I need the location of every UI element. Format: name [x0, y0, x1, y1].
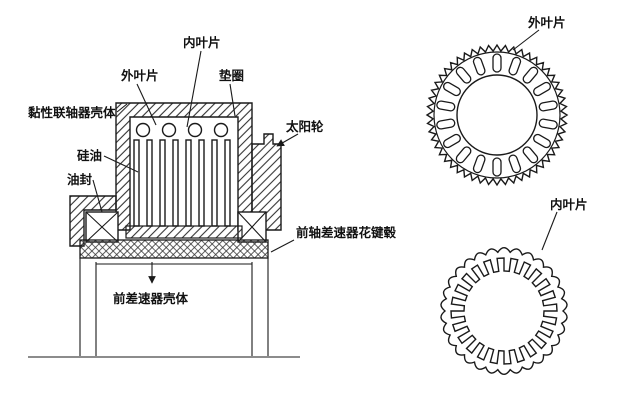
- outer-plate-slot: [492, 157, 502, 177]
- outer-plate-slot: [522, 66, 539, 84]
- plate-view-leaders: [512, 29, 558, 251]
- leader-oil-seal: [92, 179, 103, 213]
- leader-outer-plate: [136, 83, 157, 126]
- label-outer-plate: 外叶片: [120, 68, 159, 83]
- spacer-ball: [213, 122, 229, 138]
- outer-plate-slot: [533, 81, 552, 97]
- label-outer-plate-view: 外叶片: [527, 15, 566, 30]
- outer-plate-bore: [456, 74, 538, 156]
- leader-silicone-oil: [103, 155, 139, 173]
- plate: [224, 139, 231, 227]
- outer-plate-slot: [436, 118, 456, 130]
- label-silicone-oil: 硅油: [77, 148, 102, 163]
- leader-inner-plate-view: [541, 211, 558, 251]
- outer-plate-slot: [533, 133, 552, 149]
- outer-plate-slot: [538, 118, 558, 130]
- leader-housing: [116, 103, 128, 113]
- plate: [133, 139, 140, 227]
- plate: [146, 139, 153, 227]
- label-spline-hub: 前轴差速器花键毂: [296, 225, 397, 240]
- outer-plate-slot-ring: [436, 53, 558, 177]
- label-inner-plate: 内叶片: [183, 35, 221, 50]
- spacer-ball: [135, 122, 151, 138]
- outer-plate-slot: [436, 100, 456, 112]
- label-inner-plate-view: 内叶片: [550, 197, 588, 212]
- inner-plate-spline-teeth: [450, 257, 558, 365]
- label-housing: 黏性联轴器壳体: [28, 105, 116, 120]
- spacer-ball: [161, 122, 177, 138]
- front-diff-housing-outline: [79, 258, 269, 356]
- outer-plate-slot: [472, 154, 486, 174]
- plate: [185, 139, 192, 227]
- hub-spline-strip: [125, 225, 243, 239]
- outer-plate-root-circle: [433, 51, 561, 179]
- plate-pack: [133, 122, 231, 227]
- leader-outer-plate-view: [512, 29, 540, 51]
- outer-plate-slot: [538, 100, 558, 112]
- outer-plate-slot: [508, 56, 522, 76]
- label-oil-seal: 油封: [67, 172, 93, 187]
- outer-plate-slot: [508, 154, 522, 174]
- leader-lines: [92, 50, 299, 284]
- outer-plate-drawing: [425, 43, 569, 187]
- outer-plate-slot: [472, 56, 486, 76]
- outer-plate-slot: [492, 53, 502, 73]
- leader-inner-plate: [186, 50, 202, 128]
- outer-plate-slot: [455, 66, 472, 84]
- oil-seal-left: [85, 211, 119, 243]
- spacer-ball: [187, 122, 203, 138]
- outer-plate-slot: [442, 81, 461, 97]
- leader-spline-hub: [270, 239, 295, 253]
- leader-washer: [229, 83, 236, 117]
- label-front-diff-housing: 前差速器壳体: [113, 291, 189, 306]
- outer-plate-slot: [442, 133, 461, 149]
- inner-plate-drawing: [440, 246, 568, 376]
- plate: [211, 139, 218, 227]
- plate: [159, 139, 166, 227]
- leader-sun-gear-arrow: [276, 133, 299, 147]
- outer-plate-slot: [455, 146, 472, 164]
- outer-plate-slot: [522, 146, 539, 164]
- cross-section-drawing: [28, 50, 300, 358]
- plate: [172, 139, 179, 227]
- plate: [198, 139, 205, 227]
- labels: 内叶片 外叶片 垫圈 黏性联轴器壳体 硅油 油封 太阳轮 前轴差速器花键毂 前差…: [28, 15, 588, 306]
- label-sun-gear: 太阳轮: [286, 119, 324, 134]
- oil-seal-right: [237, 211, 267, 243]
- spline-hub-band: [79, 239, 269, 259]
- label-washer: 垫圈: [219, 68, 244, 83]
